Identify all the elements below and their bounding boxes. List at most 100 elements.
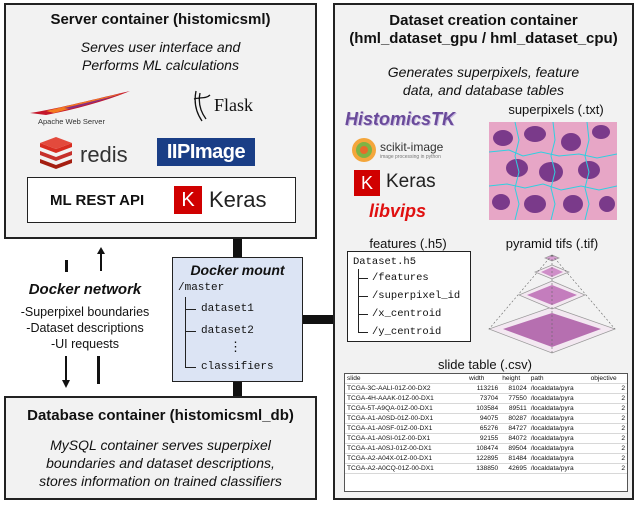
table-cell: TCGA-A1-A0SF-01Z-00-DX1 (345, 423, 467, 434)
table-cell: 2 (588, 413, 627, 424)
table-cell: TCGA-A1-A0SJ-01Z-00-DX1 (345, 443, 467, 454)
database-container: Database container (histomicsml_db) MySQ… (4, 396, 317, 500)
scikit-image-text: scikit-image (380, 140, 444, 154)
table-cell: TCGA-4H-AAAK-01Z-00-DX1 (345, 393, 467, 404)
server-desc-line2: Performs ML calculations (82, 57, 239, 73)
mount-item-dataset1: dataset1 (201, 303, 254, 315)
table-cell: 113216 (467, 383, 501, 394)
network-item-3: -UI requests (50, 337, 120, 351)
apache-feather-icon (30, 91, 130, 115)
mount-item-ellipsis: ⋮ (229, 339, 242, 354)
table-cell: 108474 (467, 443, 501, 454)
h5-tree-branch (358, 314, 368, 315)
dataset-desc-line1: Generates superpixels, feature (387, 64, 580, 80)
mount-item-dataset2: dataset2 (201, 325, 254, 337)
scikit-image-subtext: image processing in python (380, 154, 441, 160)
dataset-title-line1: Dataset creation container (389, 12, 578, 29)
table-cell: /localdata/pyra (528, 403, 589, 414)
table-cell: TCGA-A2-A0CQ-01Z-00-DX1 (345, 463, 467, 474)
slide-table-label: slide table (.csv) (438, 357, 532, 372)
mount-root: /master (178, 282, 225, 294)
server-container: Server container (histomicsml) Serves us… (4, 3, 317, 239)
ml-rest-api-box: ML REST API K Keras (27, 177, 296, 223)
server-title: Server container (histomicsml) (50, 11, 271, 28)
ml-rest-api-label: ML REST API (50, 192, 145, 209)
db-title: Database container (histomicsml_db) (27, 407, 294, 424)
connector-server-mount (233, 239, 242, 257)
db-desc-line3: stores information on trained classifier… (39, 473, 282, 489)
table-cell: 65276 (467, 423, 501, 434)
pyramid-label: pyramid tifs (.tif) (505, 236, 599, 251)
table-cell: 94075 (467, 413, 501, 424)
keras-logo-text: Keras (209, 187, 267, 212)
histomicstk-logo: HistomicsTK (345, 109, 456, 129)
dataset-keras-text: Keras (386, 171, 436, 192)
server-desc-line1: Serves user interface and (80, 39, 241, 55)
table-cell: /localdata/pyra (528, 393, 589, 404)
scikit-image-icon (352, 138, 376, 162)
docker-mount: Docker mount /master dataset1 dataset2 ⋮… (172, 257, 303, 382)
table-cell: 77550 (500, 393, 529, 404)
slide-table-header: width (467, 374, 501, 384)
superpixels-image (488, 121, 618, 221)
connector-mount-db (233, 382, 242, 396)
slide-table-header: path (528, 374, 589, 384)
network-title: Docker network (28, 281, 142, 298)
table-cell: 92155 (467, 433, 501, 444)
table-cell: /localdata/pyra (528, 453, 589, 464)
table-cell: 73704 (467, 393, 501, 404)
mount-tree-branch (185, 331, 196, 332)
h5-tree-branch (358, 332, 368, 333)
table-cell: 84727 (500, 423, 529, 434)
h5-tree-branch (358, 296, 368, 297)
table-cell: 89504 (500, 443, 529, 454)
table-cell: 81484 (500, 453, 529, 464)
table-cell: 2 (588, 433, 627, 444)
h5-tree-box: Dataset.h5 /features /superpixel_id /x_c… (347, 251, 471, 342)
table-cell: 42695 (500, 463, 529, 474)
table-cell: 2 (588, 403, 627, 414)
slide-table-header-row: slide width height path objective (345, 374, 627, 384)
slide-table-box: slide width height path objective TCGA-3… (344, 373, 628, 492)
keras-k-icon: K (174, 186, 202, 214)
table-cell: 138850 (467, 463, 501, 474)
slide-table-header: height (500, 374, 529, 384)
table-cell: 2 (588, 383, 627, 394)
dataset-container: Dataset creation container (hml_dataset_… (333, 3, 634, 500)
dataset-desc-line2: data, and database tables (402, 82, 565, 98)
table-cell: 2 (588, 463, 627, 474)
network-item-2: -Dataset descriptions (26, 321, 144, 335)
table-cell: /localdata/pyra (528, 443, 589, 454)
libvips-logo: libvips (369, 201, 427, 221)
network-arrow-up (97, 247, 105, 271)
table-cell: 2 (588, 423, 627, 434)
features-label: features (.h5) (369, 236, 447, 251)
redis-logo-text: redis (80, 142, 128, 167)
table-cell: /localdata/pyra (528, 383, 589, 394)
flask-logo: Flask (192, 89, 258, 125)
mount-item-classifiers: classifiers (201, 361, 274, 373)
table-cell: 103584 (467, 403, 501, 414)
pyramid-image (485, 251, 619, 355)
table-cell: 122895 (467, 453, 501, 464)
h5-item-features: /features (372, 272, 429, 284)
flask-horn-icon (193, 90, 211, 122)
table-cell: /localdata/pyra (528, 423, 589, 434)
redis-logo: redis (38, 137, 148, 173)
table-cell: 84072 (500, 433, 529, 444)
table-cell: /localdata/pyra (528, 433, 589, 444)
mount-title: Docker mount (190, 262, 285, 278)
redis-cube-icon (40, 137, 72, 169)
network-item-1: -Superpixel boundaries (20, 305, 150, 319)
table-cell: TCGA-A2-A04X-01Z-00-DX1 (345, 453, 467, 464)
slide-table-header: slide (345, 374, 467, 384)
superpixels-label: superpixels (.txt) (508, 102, 604, 117)
network-arrow-stub-right (97, 356, 100, 384)
table-cell: TCGA-3C-AALI-01Z-00-DX2 (345, 383, 467, 394)
table-cell: 2 (588, 453, 627, 464)
